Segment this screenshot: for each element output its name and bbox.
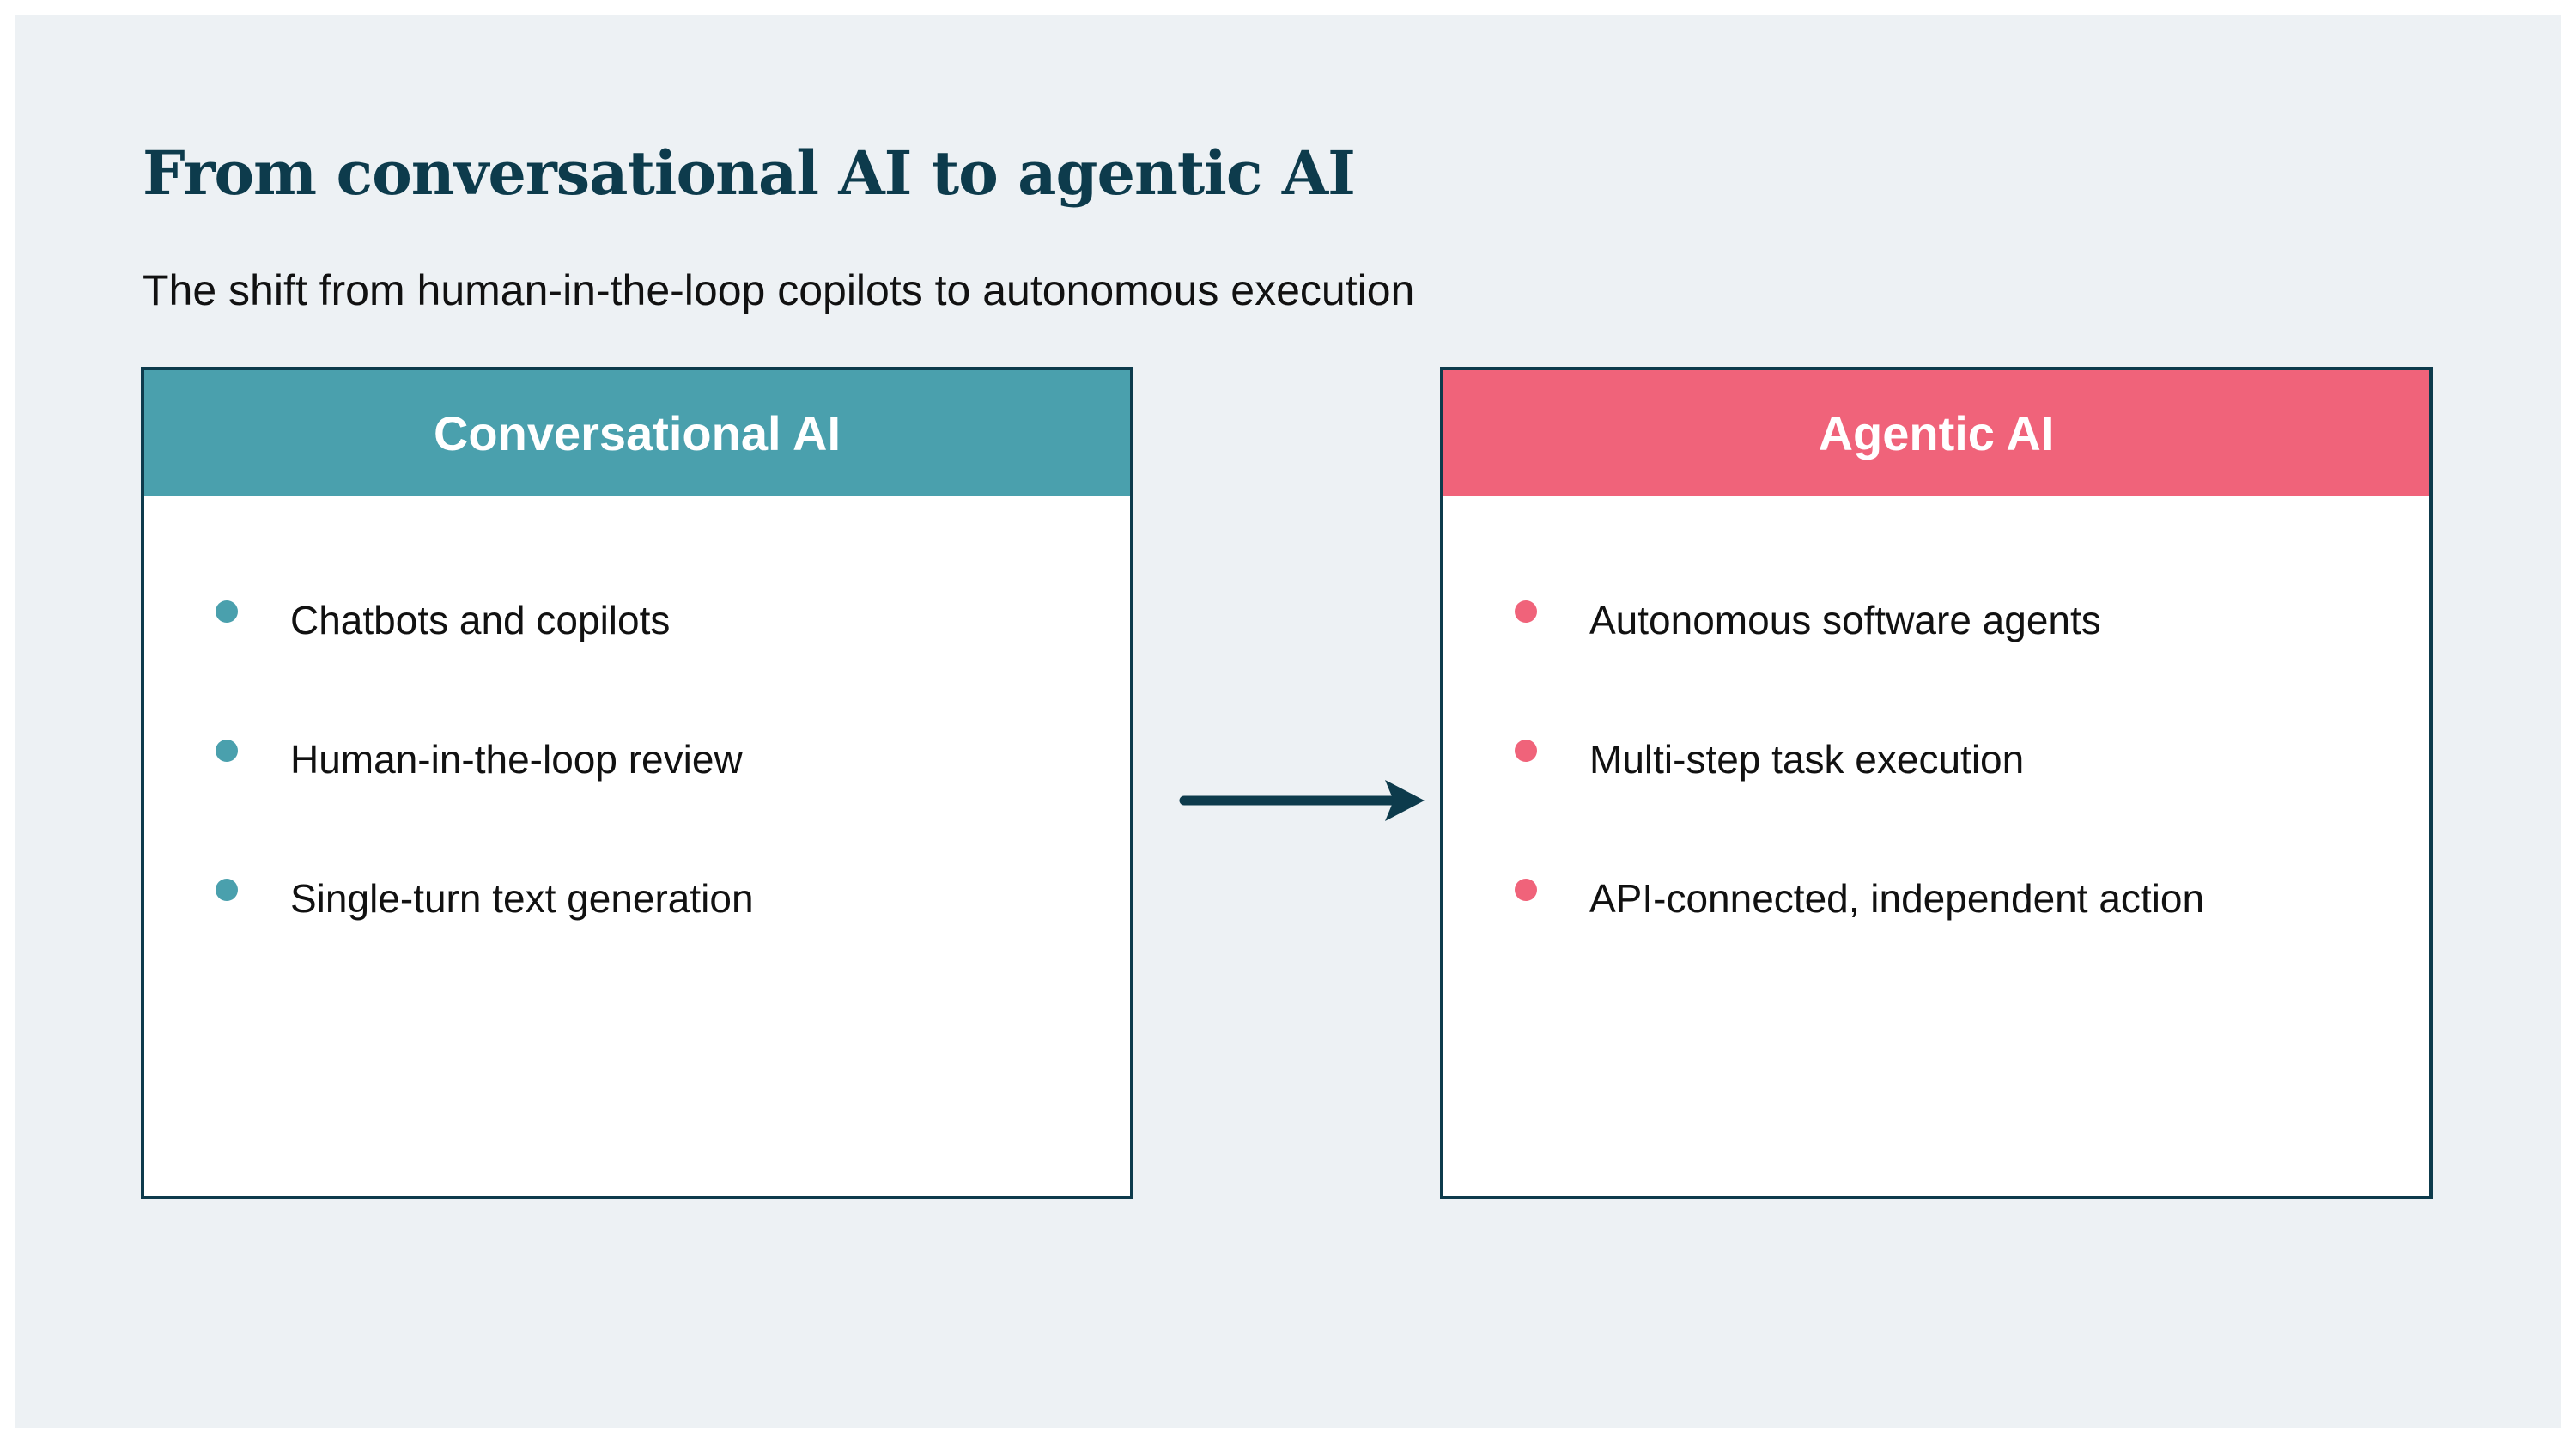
slide: From conversational AI to agentic AI The…: [15, 15, 2561, 1428]
list-item-label: Autonomous software agents: [1589, 598, 2101, 642]
bullet-dot-icon: [216, 740, 238, 762]
agentic-ai-panel: Agentic AI Autonomous software agents Mu…: [1440, 367, 2433, 1199]
page-title: From conversational AI to agentic AI: [143, 137, 1356, 209]
bullet-dot-icon: [1515, 600, 1537, 623]
bullet-dot-icon: [216, 879, 238, 901]
list-item: Chatbots and copilots: [144, 597, 1130, 666]
bullet-dot-icon: [216, 600, 238, 623]
list-item-label: API-connected, independent action: [1589, 876, 2205, 921]
list-item: Multi-step task execution: [1443, 736, 2429, 805]
list-item: Human-in-the-loop review: [144, 736, 1130, 805]
page-subtitle: The shift from human-in-the-loop copilot…: [143, 266, 1415, 314]
panel-header: Conversational AI: [144, 370, 1130, 496]
list-item: Autonomous software agents: [1443, 597, 2429, 666]
list-item-label: Multi-step task execution: [1589, 737, 2025, 782]
list-item: Single-turn text generation: [144, 875, 1130, 944]
arrow-right-icon: [1179, 780, 1425, 821]
list-item-label: Chatbots and copilots: [290, 598, 671, 642]
list-item-label: Human-in-the-loop review: [290, 737, 743, 782]
list-item-label: Single-turn text generation: [290, 876, 754, 921]
conversational-ai-panel: Conversational AI Chatbots and copilots …: [141, 367, 1133, 1199]
list-item: API-connected, independent action: [1443, 875, 2429, 944]
bullet-dot-icon: [1515, 740, 1537, 762]
bullet-dot-icon: [1515, 879, 1537, 901]
panel-header: Agentic AI: [1443, 370, 2429, 496]
